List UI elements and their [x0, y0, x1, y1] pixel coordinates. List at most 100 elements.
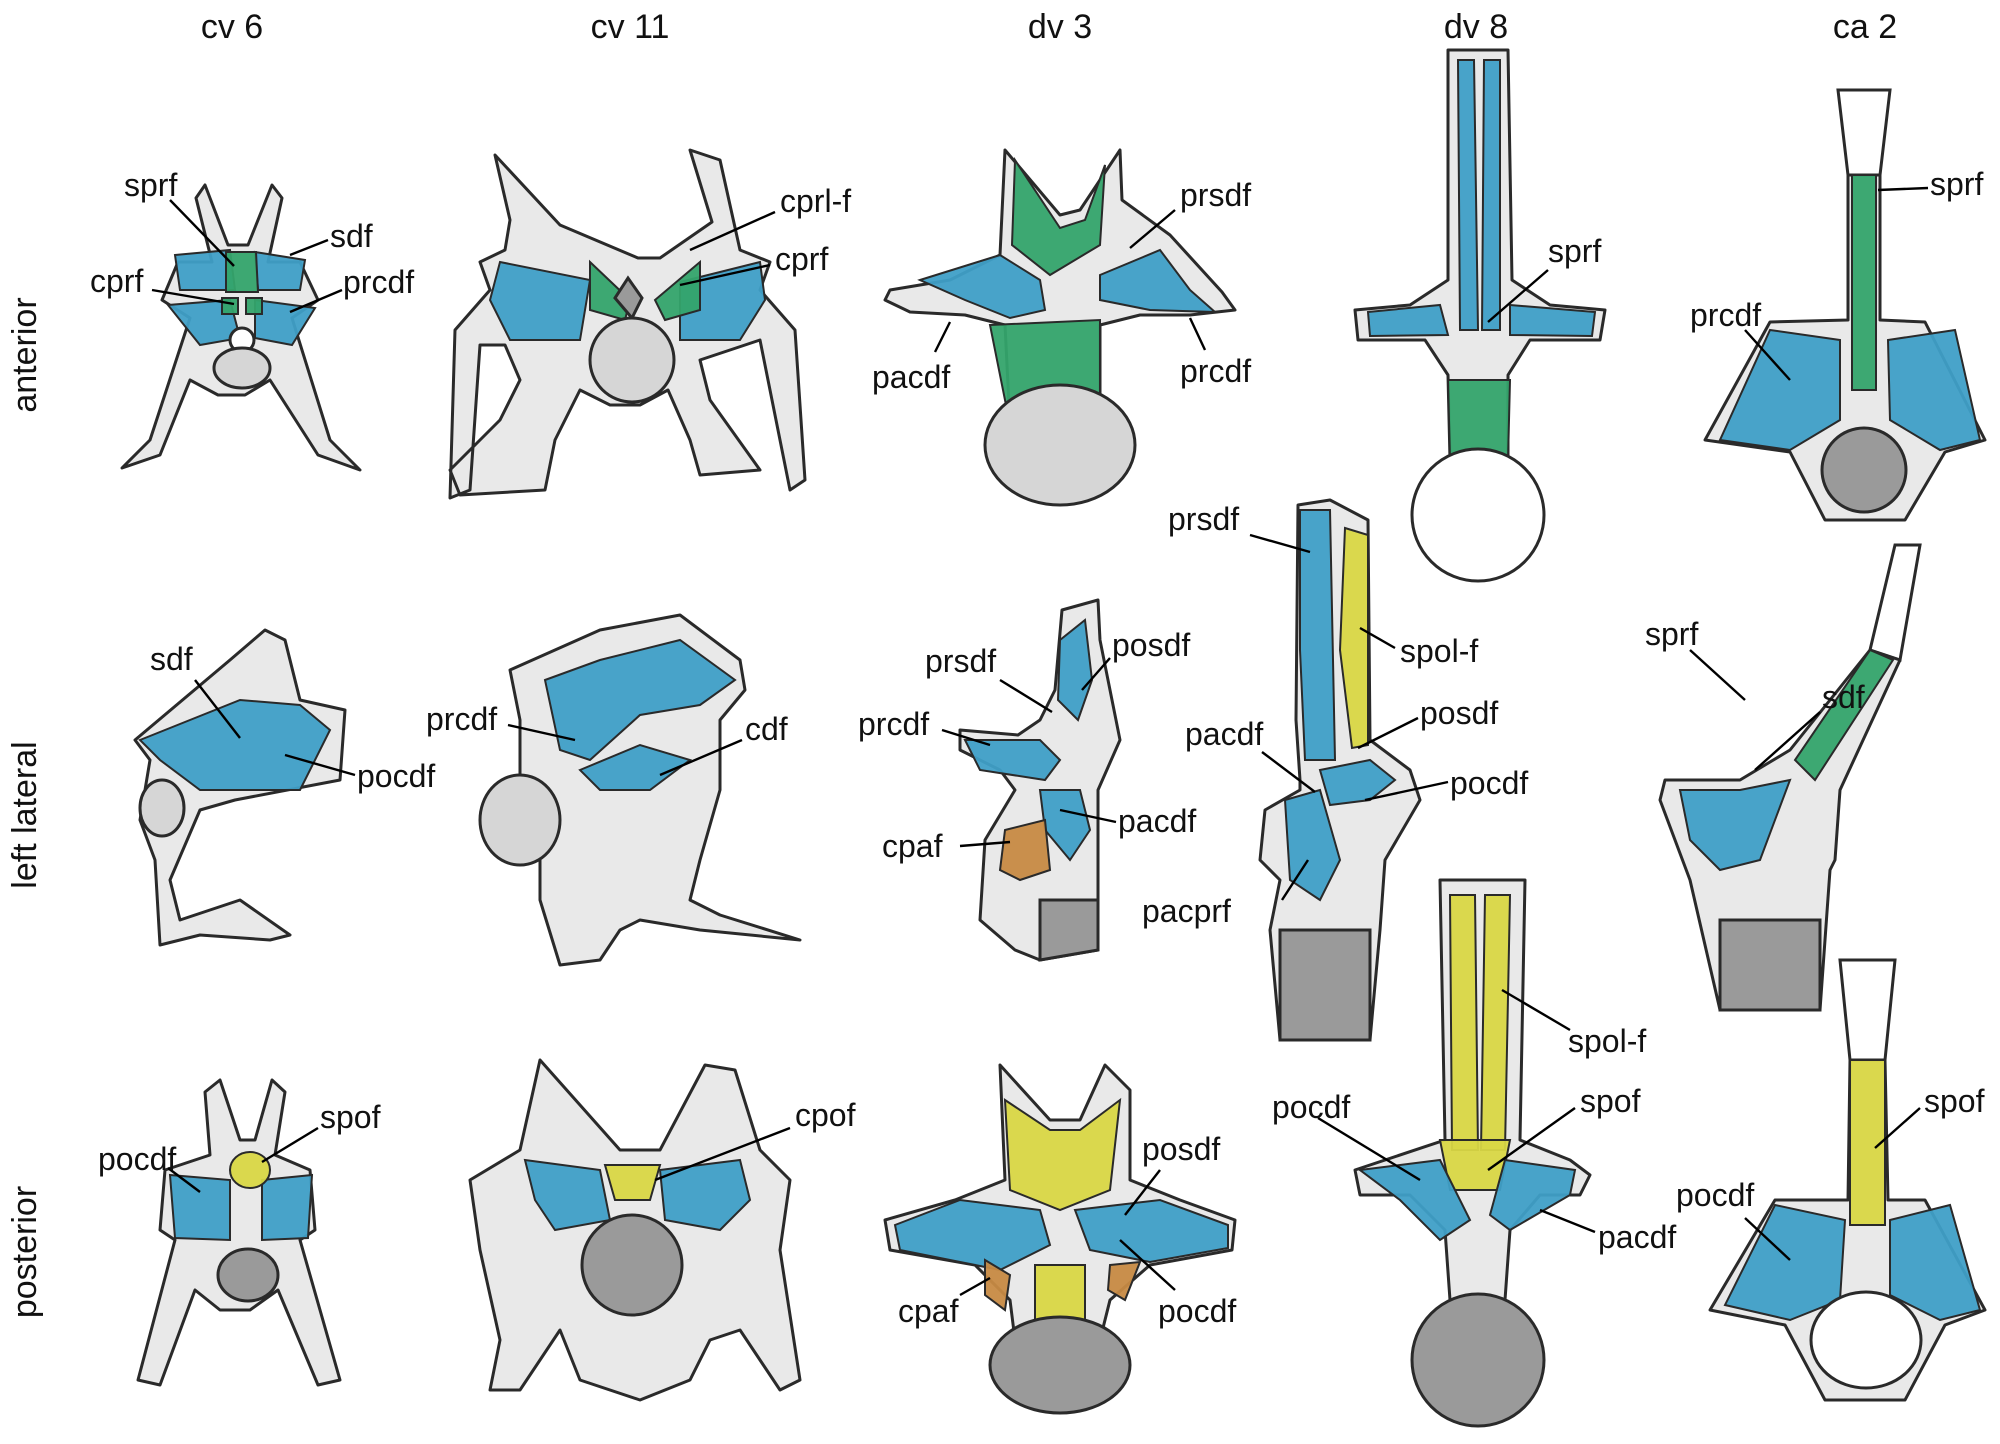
- label-dv3-lat-prsdf: prsdf: [925, 643, 996, 679]
- leader-cv6-lat-sdf: [194, 679, 241, 739]
- label-dv8-lat-pacdf: pacdf: [1185, 716, 1263, 752]
- label-dv3-post-cpaf: cpaf: [898, 1293, 959, 1329]
- leader-dv8-lat-pocdf: [1364, 780, 1449, 802]
- leader-dv3-lat-cpaf: [959, 840, 1011, 848]
- label-dv8-lat-prsdf: prsdf: [1168, 501, 1239, 537]
- label-dv8-lat-pacprf: pacprf: [1142, 893, 1231, 929]
- leader-dv8-lat-pacdf: [1261, 751, 1316, 793]
- leader-cv6-ant-sdf: [289, 238, 329, 257]
- leader-dv8-lat-spolf: [1359, 626, 1396, 650]
- label-dv3-ant-pacdf: pacdf: [872, 359, 950, 395]
- leader-dv3-ant-prsdf: [1129, 209, 1176, 249]
- ca2-posterior-vertebra: [1708, 958, 1987, 1402]
- leader-dv8-post-spof: [1487, 1107, 1576, 1171]
- label-dv3-lat-cpaf: cpaf: [882, 828, 943, 864]
- label-ca2-post-spof: spof: [1924, 1083, 1985, 1119]
- label-cv11-post-cpof: cpof: [795, 1097, 856, 1133]
- ca2-anterior-vertebra: [1703, 88, 1987, 522]
- leader-ca2-lat-sdf: [1754, 711, 1821, 771]
- label-dv3-lat-prcdf: prcdf: [858, 706, 929, 742]
- leader-ca2-post-pocdf: [1744, 1217, 1791, 1261]
- leader-cv11-lat-prcdf: [507, 723, 576, 742]
- leader-dv8-ant-sprf: [1487, 269, 1549, 323]
- leader-ca2-post-spof: [1874, 1107, 1921, 1149]
- label-cv6-ant-sdf: sdf: [330, 218, 373, 254]
- column-header-cv6: cv 6: [201, 8, 263, 46]
- dv3-lateral-vertebra: [958, 598, 1122, 962]
- label-ca2-lat-sdf: sdf: [1822, 679, 1865, 715]
- label-cv6-ant-prcdf: prcdf: [343, 264, 414, 300]
- leader-cv6-ant-cprf: [151, 288, 235, 306]
- label-dv8-post-pocdf: pocdf: [1272, 1089, 1350, 1125]
- leader-ca2-lat-sprf: [1689, 649, 1746, 701]
- leader-dv8-post-pocdf: [1317, 1116, 1421, 1182]
- label-dv8-lat-pocdf: pocdf: [1450, 765, 1528, 801]
- label-cv6-lat-pocdf: pocdf: [357, 758, 435, 794]
- leader-dv3-lat-prcdf: [941, 728, 991, 747]
- leader-dv3-lat-posdf: [1081, 657, 1111, 691]
- label-dv3-post-posdf: posdf: [1142, 1131, 1220, 1167]
- column-header-ca2: ca 2: [1833, 8, 1897, 46]
- cv11-lateral-vertebra: [478, 613, 802, 967]
- leader-dv8-lat-posdf: [1357, 716, 1419, 750]
- row-label-anterior: anterior: [6, 297, 44, 412]
- leader-dv8-lat-pacprf: [1280, 859, 1310, 901]
- leader-cv6-post-spof: [261, 1126, 319, 1164]
- cv6-anterior-vertebra: [120, 183, 362, 472]
- label-cv6-post-spof: spof: [320, 1099, 381, 1135]
- cv11-anterior-vertebra: [448, 148, 807, 500]
- label-dv3-ant-prcdf: prcdf: [1180, 353, 1251, 389]
- label-dv3-ant-prsdf: prsdf: [1180, 177, 1251, 213]
- leader-dv3-lat-prsdf: [999, 678, 1053, 714]
- ca2-lateral-vertebra: [1658, 543, 1922, 1012]
- dv3-anterior-vertebra: [883, 148, 1237, 507]
- label-dv8-post-pacdf: pacdf: [1598, 1219, 1676, 1255]
- label-cv11-lat-prcdf: prcdf: [426, 701, 497, 737]
- dv3-posterior-vertebra: [883, 1063, 1237, 1415]
- label-ca2-ant-sprf: sprf: [1930, 166, 1983, 202]
- label-cv11-ant-cprf: cprf: [775, 241, 828, 277]
- label-ca2-post-pocdf: pocdf: [1676, 1177, 1754, 1213]
- leader-cv11-ant-cprlf: [689, 210, 776, 252]
- label-cv11-lat-cdf: cdf: [745, 711, 788, 747]
- label-dv8-ant-sprf: sprf: [1548, 233, 1601, 269]
- leader-cv6-post-pocdf: [167, 1167, 201, 1193]
- label-dv3-lat-pacdf: pacdf: [1118, 803, 1196, 839]
- leader-cv11-lat-cdf: [659, 738, 743, 777]
- row-label-left-lateral: left lateral: [6, 741, 44, 888]
- leader-dv3-post-pocdf: [1119, 1239, 1176, 1291]
- label-cv6-post-pocdf: pocdf: [98, 1141, 176, 1177]
- leader-dv3-ant-pacdf: [933, 321, 952, 353]
- leader-dv3-post-posdf: [1124, 1169, 1161, 1216]
- leader-cv6-lat-pocdf: [284, 753, 356, 777]
- leader-ca2-ant-prcdf: [1744, 329, 1791, 381]
- dv8-lateral-vertebra: [1258, 498, 1422, 1042]
- leader-dv8-post-pacdf: [1539, 1208, 1596, 1234]
- dv8-posterior-vertebra: [1353, 878, 1592, 1428]
- label-ca2-ant-prcdf: prcdf: [1690, 297, 1761, 333]
- leader-dv8-lat-prsdf: [1249, 533, 1311, 554]
- row-label-posterior: posterior: [6, 1186, 44, 1318]
- leader-cv11-ant-cprf: [679, 263, 771, 287]
- label-cv11-ant-cprlf: cprl-f: [780, 183, 851, 219]
- cv6-lateral-vertebra: [133, 628, 347, 947]
- label-cv6-lat-sdf: sdf: [150, 641, 193, 677]
- leader-dv3-lat-pacdf: [1059, 808, 1117, 824]
- leader-ca2-ant-sprf: [1877, 186, 1929, 192]
- label-dv8-lat-spolf: spol-f: [1400, 633, 1478, 669]
- label-dv3-lat-posdf: posdf: [1112, 627, 1190, 663]
- leader-cv6-ant-sprf: [169, 199, 235, 267]
- label-cv6-ant-sprf: sprf: [124, 167, 177, 203]
- label-dv8-post-spof: spof: [1580, 1083, 1641, 1119]
- cv6-posterior-vertebra: [136, 1078, 342, 1387]
- leader-dv8-post-spolf: [1501, 988, 1571, 1032]
- column-header-dv3: dv 3: [1028, 8, 1092, 46]
- dv8-anterior-vertebra: [1353, 48, 1607, 583]
- label-dv3-post-pocdf: pocdf: [1158, 1293, 1236, 1329]
- label-dv8-lat-posdf: posdf: [1420, 695, 1498, 731]
- cv11-posterior-vertebra: [468, 1058, 802, 1402]
- column-header-dv8: dv 8: [1444, 8, 1508, 46]
- label-dv8-post-spolf: spol-f: [1568, 1023, 1646, 1059]
